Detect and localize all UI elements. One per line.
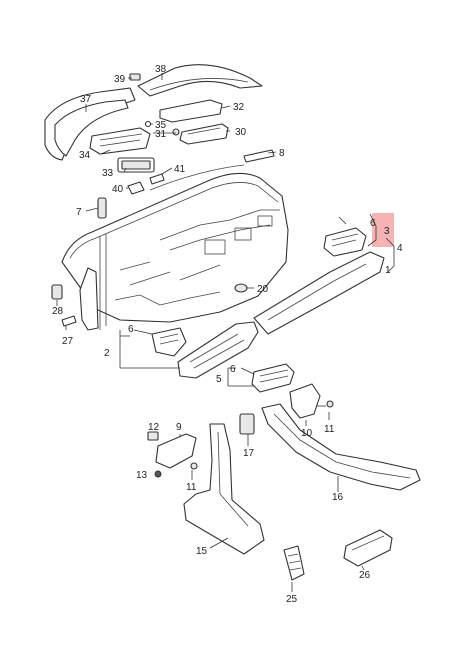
label-35: 35	[155, 120, 167, 131]
label-17: 17	[243, 448, 255, 459]
label-11a: 11	[324, 424, 335, 435]
label-40: 40	[112, 184, 124, 195]
dashboard-frame	[61, 149, 289, 331]
label-15: 15	[196, 546, 208, 557]
label-20: 20	[257, 284, 269, 295]
part-27	[61, 315, 77, 327]
label-41: 41	[174, 164, 186, 175]
label-9: 9	[176, 422, 182, 433]
label-31: 31	[155, 129, 167, 140]
upper-cover-assembly	[44, 64, 263, 173]
part-40	[127, 181, 145, 195]
label-37: 37	[80, 94, 92, 105]
label-30: 30	[235, 127, 247, 138]
label-25: 25	[286, 594, 298, 605]
label-10: 10	[301, 428, 313, 439]
part-16	[261, 403, 421, 491]
label-27: 27	[62, 336, 74, 347]
label-33: 33	[102, 168, 114, 179]
label-6b: 6	[128, 324, 134, 335]
part-12	[147, 431, 159, 441]
label-32: 32	[233, 102, 245, 113]
right-trim-assembly	[253, 227, 385, 335]
label-11b: 11	[186, 482, 197, 493]
part-17	[239, 413, 255, 435]
label-28: 28	[52, 306, 64, 317]
part-labels: 39 38 37 32 35 31 30 34 8 33 41 40 7 6 3…	[52, 64, 403, 605]
label-1: 1	[385, 265, 391, 276]
label-2: 2	[104, 348, 110, 359]
part-13	[154, 470, 162, 478]
part-20	[234, 283, 248, 293]
leader-lines	[56, 73, 395, 592]
part-25	[283, 545, 305, 581]
label-26: 26	[359, 570, 371, 581]
part-9	[155, 433, 197, 469]
part-41	[149, 173, 165, 185]
label-34: 34	[79, 150, 91, 161]
label-16: 16	[332, 492, 344, 503]
label-12: 12	[148, 422, 160, 433]
part-10	[289, 383, 321, 419]
label-4: 4	[397, 243, 403, 254]
label-38: 38	[155, 64, 167, 75]
center-cluster	[151, 321, 259, 379]
label-6c: 6	[230, 364, 236, 375]
label-3: 3	[384, 226, 390, 237]
label-39: 39	[114, 74, 126, 85]
highlight-item-3	[372, 213, 394, 247]
part-5	[251, 363, 295, 393]
label-6a: 6	[370, 218, 376, 229]
label-7: 7	[76, 207, 82, 218]
label-8: 8	[279, 148, 285, 159]
label-5: 5	[216, 374, 222, 385]
part-28	[51, 284, 63, 300]
part-26	[343, 529, 393, 567]
label-13: 13	[136, 470, 148, 481]
